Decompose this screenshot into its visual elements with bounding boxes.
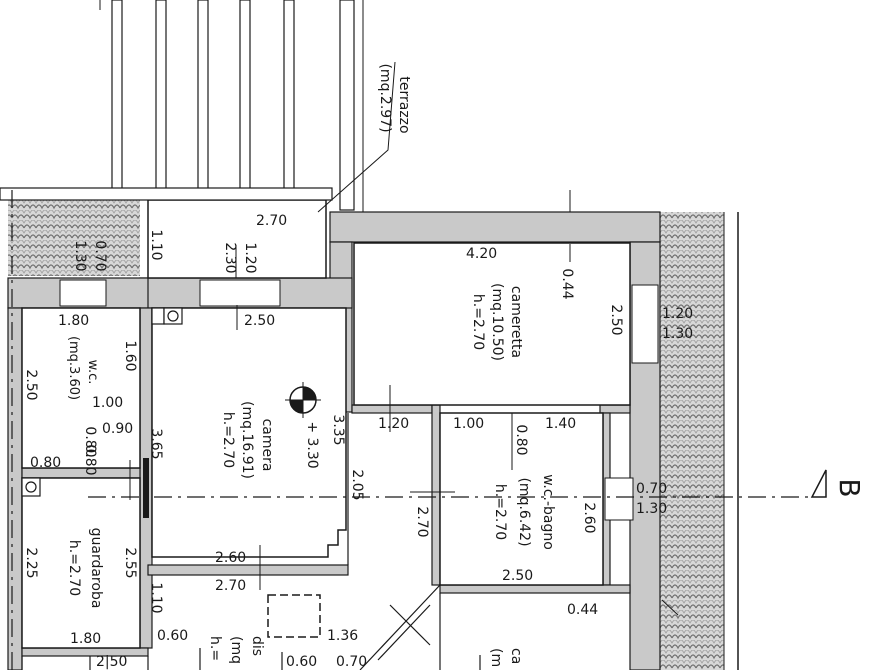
label-cucina: ca	[508, 648, 524, 664]
dim: 1.30	[636, 501, 667, 517]
section-label: B	[833, 478, 866, 497]
dim: 1.80	[70, 631, 101, 647]
dim: 2.50	[244, 313, 275, 329]
balcony-railing	[0, 0, 355, 211]
label-disimpegno-area: (mq	[228, 636, 244, 664]
dim: 2.50	[608, 304, 624, 335]
label-disimpegno: dis	[249, 636, 265, 656]
label-camera-area: (mq.16.91)	[239, 401, 255, 479]
label-guardaroba-height: h.=2.70	[66, 540, 82, 596]
label-camera: camera	[259, 419, 275, 472]
dim: 2.50	[23, 369, 39, 400]
dim: 1.40	[545, 416, 576, 432]
roof-tiles-right	[660, 212, 724, 670]
label-camera-height: h.=2.70	[220, 412, 236, 468]
dim: 2.50	[502, 568, 533, 584]
label-guardaroba: guardaroba	[88, 528, 104, 609]
dim: 1.30	[662, 326, 693, 342]
dim: 2.60	[581, 502, 597, 533]
dim: 2.05	[349, 469, 365, 500]
dim: 1.10	[148, 582, 164, 613]
dim: 0.80	[82, 444, 98, 475]
label-terrazzo-area: (mq.2.97)	[377, 63, 393, 132]
dim: 2.70	[256, 213, 287, 229]
dim: 0.90	[102, 421, 133, 437]
roof-tiles-left	[8, 200, 140, 276]
level-marker	[285, 382, 321, 418]
dimensions: 2.70 1.10 2.30 1.20 0.70 1.30 4.20 0.44 …	[23, 213, 693, 670]
dim: 0.80	[30, 455, 61, 471]
dim: 0.70	[636, 481, 667, 497]
label-cucina-area: (m	[488, 648, 504, 667]
label-disimpegno-height: h.=	[207, 636, 223, 661]
label-wc-bagno: w.c.-bagno	[540, 474, 556, 550]
dim: 1.80	[58, 313, 89, 329]
dim: 0.70	[336, 654, 367, 670]
label-terrazzo: terrazzo	[396, 76, 412, 133]
section-arrow	[810, 469, 827, 498]
label-wc-bagno-area: (mq.6.42)	[516, 477, 532, 546]
dim: 2.55	[122, 547, 138, 578]
dim: 2|50	[96, 654, 127, 670]
camera-outline	[151, 307, 347, 558]
label-cameretta: cameretta	[508, 286, 524, 358]
dim: + 3.30	[304, 421, 320, 468]
dim: 1.36	[327, 628, 358, 644]
dim: 2.25	[23, 547, 39, 578]
dim: 0.60	[157, 628, 188, 644]
dim: 1.00	[453, 416, 484, 432]
label-wc-bagno-height: h.=2.70	[492, 484, 508, 540]
dim: 1.20	[662, 306, 693, 322]
dim: 1.20	[242, 242, 258, 273]
label-cameretta-area: (mq.10.50)	[489, 283, 505, 361]
dim: 3.35	[330, 414, 346, 445]
dim: 0.44	[567, 602, 598, 618]
dim: 1.00	[92, 395, 123, 411]
dim: 1.20	[378, 416, 409, 432]
dim: 2.70	[215, 578, 246, 594]
label-cameretta-height: h.=2.70	[470, 294, 486, 350]
dim: 0.44	[559, 268, 575, 299]
dim: 1.30	[72, 240, 88, 271]
dim: 0.60	[286, 654, 317, 670]
dim: 0.70	[92, 240, 108, 271]
room-labels: terrazzo (mq.2.97) cameretta (mq.10.50) …	[66, 63, 556, 667]
dim: 2.70	[414, 506, 430, 537]
dim: 1.60	[122, 340, 138, 371]
dim: 0.80	[82, 426, 98, 457]
dim: 2.30	[222, 242, 238, 273]
dim: 2.60	[215, 550, 246, 566]
label-wc: w.c.	[85, 360, 100, 385]
dim: 4.20	[466, 246, 497, 262]
label-wc-area: (mq.3.60)	[66, 336, 81, 400]
dim: 3.65	[148, 428, 164, 459]
dim: 1.10	[148, 229, 164, 260]
dim: 0.80	[513, 424, 529, 455]
